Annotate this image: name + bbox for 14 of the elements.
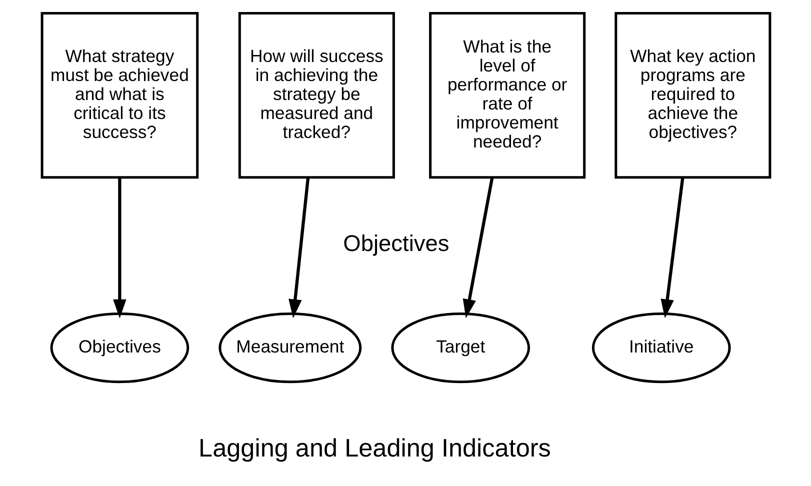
node-ellipse: Objectives [50, 312, 189, 384]
label: Objectives [342, 230, 449, 256]
arrow [112, 177, 126, 318]
node-ellipse: Initiative [591, 312, 730, 384]
node-box: How will success in achieving the strategy be measured and tracked? [238, 12, 394, 179]
node-ellipse: Target [390, 312, 530, 384]
node-ellipse: Measurement [218, 312, 362, 384]
arrow [462, 177, 494, 318]
node-box: What strategy must be achieved and what is critical to its success? [40, 12, 198, 179]
arrow [660, 177, 684, 318]
node-box: What key action programs are required to achieve the objectives? [614, 12, 771, 179]
node-box: What is the level of performance or rate of improvement needed? [428, 12, 586, 179]
arrow [288, 177, 310, 318]
label: Lagging and Leading Indicators [198, 434, 550, 462]
